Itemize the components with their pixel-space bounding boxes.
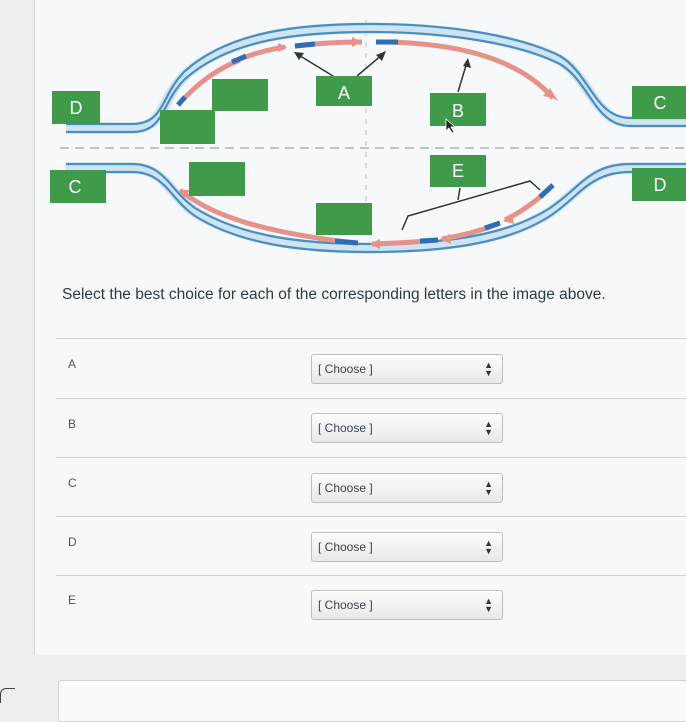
label-a-text: A <box>338 83 350 103</box>
label-box-d-left <box>52 91 100 124</box>
label-box-blank <box>212 79 268 111</box>
arrowhead <box>370 239 380 249</box>
label-box-c-left <box>50 170 106 203</box>
replication-bubble-diagram: A B E D C C D <box>50 20 686 254</box>
row-divider <box>56 516 686 517</box>
pointer-line <box>356 53 384 77</box>
page-corner <box>0 688 15 703</box>
label-box-a <box>316 76 372 106</box>
updown-arrows-icon: ▲▼ <box>484 596 493 614</box>
select-d[interactable]: [ Choose ] ▲▼ <box>311 532 503 562</box>
bottom-parent-strand-edge-b <box>66 170 686 254</box>
top-parent-strand-edge-b <box>66 30 686 134</box>
updown-arrows-icon: ▲▼ <box>484 479 493 497</box>
pointer-line <box>296 53 334 77</box>
row-divider <box>56 338 686 339</box>
label-c-left-text: C <box>69 177 82 197</box>
row-label-b: B <box>68 417 77 431</box>
updown-arrows-icon: ▲▼ <box>484 360 493 378</box>
arrowhead <box>294 52 304 60</box>
row-divider <box>56 398 686 399</box>
label-box-d-right <box>632 168 686 201</box>
row-label-d: D <box>68 535 77 549</box>
arrowhead <box>278 43 287 52</box>
arrowhead <box>463 58 471 68</box>
arrowhead <box>503 214 514 224</box>
select-e-value: [ Choose ] <box>318 598 373 612</box>
label-e-text: E <box>452 161 464 181</box>
label-d-right-text: D <box>654 175 667 195</box>
row-label-a: A <box>68 357 77 371</box>
mouse-cursor-icon <box>445 118 457 134</box>
label-c-right-text: C <box>654 93 667 113</box>
row-label-e: E <box>68 593 77 607</box>
select-c-value: [ Choose ] <box>318 481 373 495</box>
updown-arrows-icon: ▲▼ <box>484 538 493 556</box>
question-prompt: Select the best choice for each of the c… <box>62 286 606 303</box>
bracket-line <box>401 180 541 231</box>
select-a-value: [ Choose ] <box>318 362 373 376</box>
primer <box>176 95 187 107</box>
row-divider <box>56 457 686 458</box>
select-a[interactable]: [ Choose ] ▲▼ <box>311 354 503 384</box>
top-parent-strand-edge-a <box>66 22 686 126</box>
label-b-text: B <box>452 101 464 121</box>
primer <box>419 237 439 244</box>
primer <box>538 183 555 199</box>
arrowhead <box>180 190 190 198</box>
label-box-b <box>430 93 486 126</box>
select-d-value: [ Choose ] <box>318 540 373 554</box>
row-divider <box>56 575 686 576</box>
bracket-line <box>457 187 461 201</box>
next-question-card <box>58 680 686 722</box>
label-box-blank <box>189 162 245 196</box>
primer <box>484 220 501 231</box>
leading-strand-bottom <box>178 188 356 246</box>
select-e[interactable]: [ Choose ] ▲▼ <box>311 590 503 620</box>
top-parent-strand <box>66 22 686 134</box>
row-label-c: C <box>68 476 77 490</box>
select-c[interactable]: [ Choose ] ▲▼ <box>311 473 503 503</box>
select-b[interactable]: [ Choose ] ▲▼ <box>311 413 503 443</box>
pointer-line <box>457 61 468 93</box>
leading-strand-top <box>375 39 555 100</box>
label-box-e <box>430 155 486 187</box>
primer <box>334 238 359 246</box>
arrowhead <box>352 37 362 47</box>
label-box-blank <box>316 203 372 235</box>
arrowhead <box>543 88 558 101</box>
label-d-left-text: D <box>70 98 83 118</box>
primer <box>231 53 247 65</box>
primer <box>294 41 316 49</box>
label-box-blank <box>160 110 215 144</box>
select-b-value: [ Choose ] <box>318 421 373 435</box>
label-box-c-right <box>632 86 686 119</box>
bottom-parent-strand <box>66 162 686 254</box>
updown-arrows-icon: ▲▼ <box>484 419 493 437</box>
arrowhead <box>440 234 451 244</box>
arrowhead <box>376 51 386 61</box>
